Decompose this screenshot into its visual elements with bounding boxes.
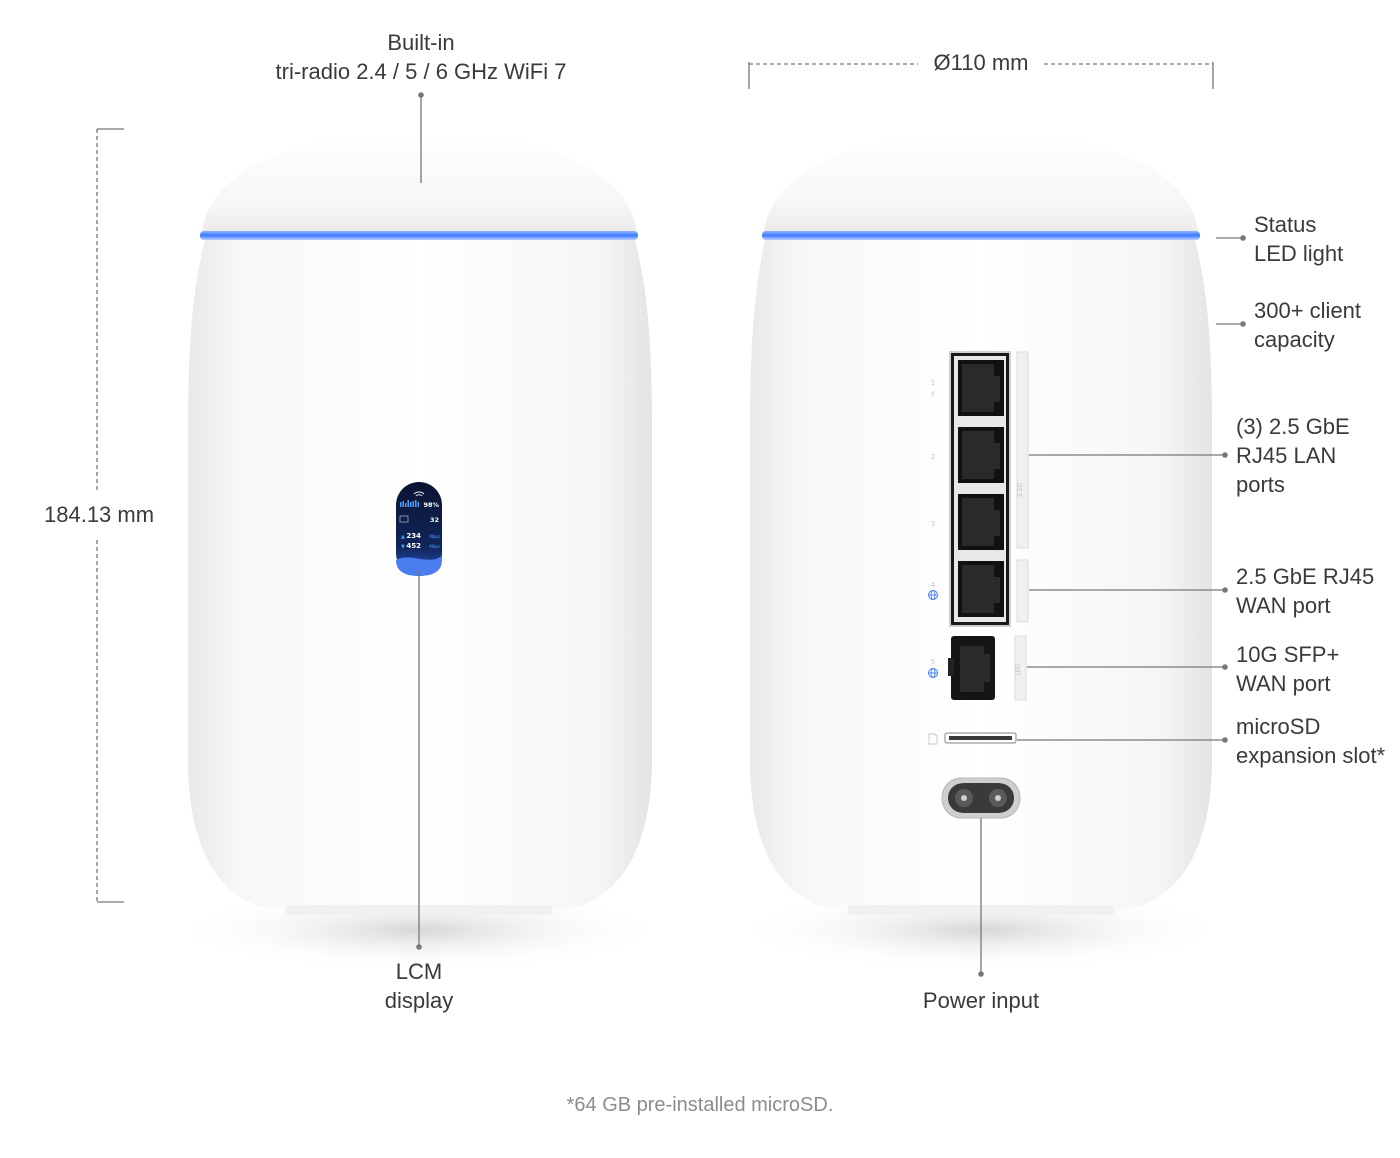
lcm-screen: 98% 32 ▲ 234 Mbps ▼ 452 Mbps (396, 482, 442, 576)
screen-down: 452 (406, 542, 421, 550)
status-led-back (762, 231, 1200, 240)
wan-sfp-label: 10G SFP+ WAN port (1236, 642, 1340, 696)
device-back: 2.5G 10G 1 ⚡ 2 3 4 5 (731, 132, 1231, 970)
rj45-port-2 (958, 427, 1004, 483)
globe-icon (928, 668, 938, 678)
diameter-label: Ø110 mm (933, 50, 1029, 75)
wifi-label: Built-in tri-radio 2.4 / 5 / 6 GHz WiFi … (275, 30, 567, 84)
port-number-4: 4 (931, 581, 936, 589)
svg-text:▼: ▼ (401, 544, 405, 550)
screen-up: 234 (406, 532, 421, 540)
microsd-slot (944, 732, 1017, 744)
height-label: 184.13 mm (44, 502, 155, 527)
port-number-5: 5 (931, 658, 935, 666)
rj45-port-3 (958, 494, 1004, 550)
lan-ports-label: (3) 2.5 GbE RJ45 LAN ports (1236, 414, 1350, 497)
port-number-2: 2 (931, 453, 935, 461)
globe-icon (928, 590, 938, 600)
screen-unit-up: Mbps (429, 534, 440, 539)
power-input-label: Power input (922, 988, 1040, 1013)
height-dimension (96, 128, 124, 903)
status-led-label: Status LED light (1254, 212, 1344, 266)
rj45-port-1 (958, 360, 1004, 416)
port-number-1: 1 (931, 379, 935, 387)
sfp-port (948, 636, 995, 700)
sd-card-icon (928, 733, 938, 745)
svg-text:▲: ▲ (401, 534, 405, 540)
wan-rj45-label: 2.5 GbE RJ45 WAN port (1236, 564, 1375, 618)
device-front: 98% 32 ▲ 234 Mbps ▼ 452 Mbps (169, 132, 669, 970)
microsd-label: microSD expansion slot* (1236, 714, 1386, 768)
screen-percent: 98% (423, 501, 439, 509)
lan-side-label: 2.5G (1017, 483, 1024, 498)
sfp-side-label: 10G (1015, 664, 1022, 677)
power-inlet (941, 777, 1021, 819)
client-capacity-label: 300+ client capacity (1254, 298, 1362, 352)
rj45-port-4 (958, 561, 1004, 617)
status-led-front (200, 231, 638, 240)
rj45-port-block (949, 351, 1011, 627)
diameter-dimension (748, 62, 1214, 89)
port-number-3: 3 (931, 520, 935, 528)
screen-unit-down: Mbps (429, 544, 440, 549)
lcm-label: LCM display (384, 959, 454, 1013)
footnote: *64 GB pre-installed microSD. (566, 1094, 834, 1116)
wifi-icon (413, 491, 425, 497)
bolt-icon: ⚡ (930, 389, 936, 399)
leader-lines (416, 92, 1246, 977)
screen-clients: 32 (430, 516, 439, 524)
